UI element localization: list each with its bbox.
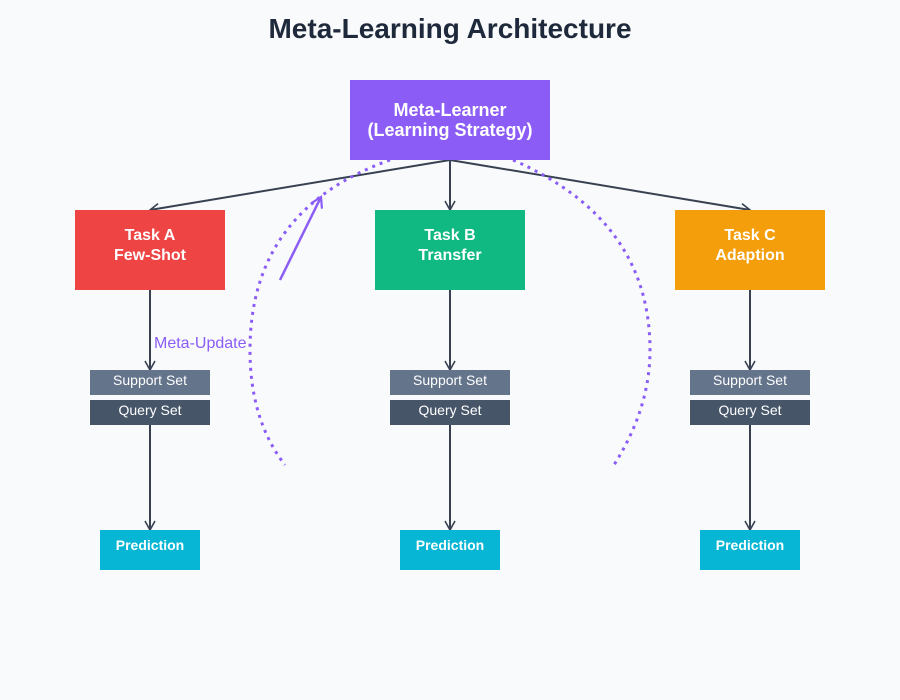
meta-learner-label: Meta-Learner xyxy=(393,100,507,120)
task-b-support-set: Support Set xyxy=(390,370,510,395)
task-a-node: Task A Few-Shot xyxy=(75,210,225,290)
meta-update-label: Meta-Update xyxy=(154,335,247,352)
task-c-node: Task C Adaption xyxy=(675,210,825,290)
task-a-support-set: Support Set xyxy=(90,370,210,395)
task-c-query-set: Query Set xyxy=(690,400,810,425)
task-c-sublabel: Adaption xyxy=(715,247,785,264)
task-a-prediction: Prediction xyxy=(100,530,200,570)
edge-meta-to-task-a xyxy=(148,159,451,215)
meta-learner-sublabel: (Learning Strategy) xyxy=(367,120,533,140)
diagram-title: Meta-Learning Architecture xyxy=(268,13,632,44)
task-b-prediction: Prediction xyxy=(400,530,500,570)
meta-update-arc-right xyxy=(512,158,652,469)
task-b-label: Task B xyxy=(424,227,476,244)
meta-learner-node: Meta-Learner (Learning Strategy) xyxy=(350,80,550,160)
task-a-query-set: Query Set xyxy=(90,400,210,425)
task-a-label: Task A xyxy=(124,227,176,244)
task-b-sublabel: Transfer xyxy=(418,247,482,264)
task-b-node: Task B Transfer xyxy=(375,210,525,290)
task-a-sublabel: Few-Shot xyxy=(114,247,186,264)
task-c-label: Task C xyxy=(724,227,776,244)
edge-meta-to-task-c xyxy=(449,159,752,215)
task-c-support-set: Support Set xyxy=(690,370,810,395)
meta-update-arrow xyxy=(278,195,324,281)
task-b-query-set: Query Set xyxy=(390,400,510,425)
task-c-prediction: Prediction xyxy=(700,530,800,570)
meta-update-arc-left xyxy=(248,158,391,466)
